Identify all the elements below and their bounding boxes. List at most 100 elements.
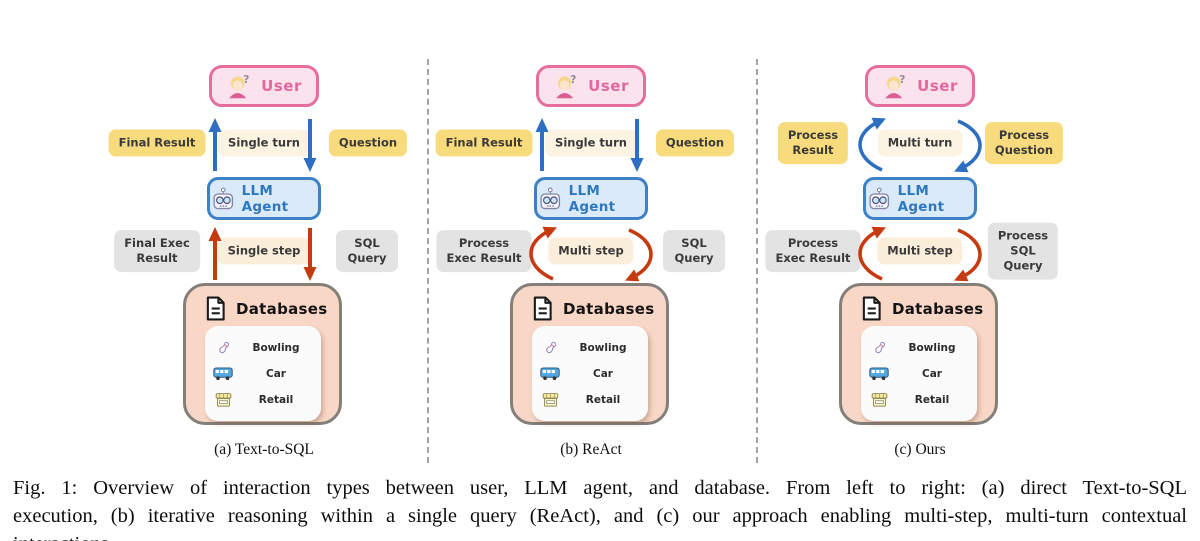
document-icon	[533, 296, 552, 321]
db-item-label: Car	[922, 368, 942, 380]
user-label: User	[261, 77, 302, 95]
process-sql-query-label: Process SQL Query	[987, 222, 1059, 280]
final-exec-result-label: Final Exec Result	[114, 230, 200, 272]
db-item-label: Car	[593, 368, 613, 380]
sql-query-label: SQL Query	[336, 230, 398, 272]
db-item-label: Retail	[914, 393, 950, 406]
panel-ours: ? User Process Result Multi turn Process…	[755, 57, 1085, 469]
databases-title: Databases	[563, 299, 655, 318]
multi-step-label: Multi step	[548, 237, 634, 265]
single-turn-label: Single turn	[545, 129, 637, 157]
databases-list: Bowling Car	[205, 326, 321, 421]
question-label: Question	[328, 129, 408, 157]
up-arrow-user	[208, 118, 222, 171]
panel-caption: (a) Text-to-SQL	[214, 441, 314, 458]
single-turn-label: Single turn	[218, 129, 310, 157]
document-icon	[862, 296, 881, 321]
user-icon: ?	[229, 73, 250, 98]
robot-icon	[869, 186, 890, 209]
figure-caption: Fig. 1: Overview of interaction types be…	[13, 474, 1187, 541]
user-icon: ?	[885, 73, 906, 98]
process-exec-result-label: Process Exec Result	[436, 230, 532, 272]
db-item-label: Bowling	[579, 342, 627, 354]
cycle-arrow-right-db	[954, 228, 982, 282]
robot-icon	[540, 186, 561, 209]
panel-caption: (b) ReAct	[560, 441, 622, 458]
svg-text:?: ?	[570, 73, 576, 86]
process-question-label: Process Question	[984, 122, 1064, 164]
databases-title: Databases	[236, 299, 328, 318]
databases-header: Databases	[532, 296, 666, 321]
bowling-pin-icon	[205, 340, 241, 357]
user-box: ? User	[865, 65, 975, 107]
down-arrow-db	[303, 228, 317, 281]
figure-caption-line3: interactions.	[13, 530, 1187, 541]
panel-divider	[427, 59, 429, 463]
db-item-label: Bowling	[908, 342, 956, 354]
figure-caption-line1: Fig. 1: Overview of interaction types be…	[13, 477, 1187, 499]
list-item: Car	[861, 367, 977, 381]
databases-list: Bowling Car	[861, 326, 977, 421]
cycle-arrow-right-db	[625, 228, 653, 282]
databases-header: Databases	[861, 296, 995, 321]
databases-title: Databases	[892, 299, 984, 318]
process-exec-result-label: Process Exec Result	[765, 230, 861, 272]
llm-agent-box: LLM Agent	[863, 177, 977, 220]
robot-icon	[213, 186, 234, 209]
list-item: Bowling	[861, 340, 977, 357]
llm-agent-label: LLM Agent	[241, 182, 289, 215]
cycle-arrow-left-db	[529, 226, 557, 281]
list-item: Car	[532, 367, 648, 381]
final-result-label: Final Result	[108, 129, 206, 157]
single-step-label: Single step	[217, 237, 311, 265]
up-arrow-db	[208, 227, 222, 280]
user-box: ? User	[209, 65, 319, 107]
bowling-pin-icon	[532, 340, 568, 357]
databases-box: Databases Bowling	[510, 283, 669, 425]
store-icon	[532, 392, 568, 408]
figure-caption-line2: execution, (b) iterative reasoning withi…	[13, 505, 1187, 527]
bus-icon	[532, 367, 568, 381]
final-result-label: Final Result	[435, 129, 533, 157]
databases-header: Databases	[205, 296, 339, 321]
databases-list: Bowling Car	[532, 326, 648, 421]
databases-box: Databases Bowling	[183, 283, 342, 425]
llm-agent-box: LLM Agent	[534, 177, 648, 220]
down-arrow-user	[630, 119, 644, 172]
list-item: Car	[205, 367, 321, 381]
db-item-label: Bowling	[252, 342, 300, 354]
multi-step-label: Multi step	[877, 237, 963, 265]
sql-query-label: SQL Query	[663, 230, 725, 272]
bowling-pin-icon	[861, 340, 897, 357]
down-arrow-user	[303, 119, 317, 172]
panel-react: ? User Final Result Single turn Question	[426, 57, 756, 469]
user-label: User	[588, 77, 629, 95]
multi-turn-label: Multi turn	[877, 129, 963, 157]
up-arrow-user	[535, 118, 549, 171]
databases-box: Databases Bowling	[839, 283, 998, 425]
store-icon	[861, 392, 897, 408]
user-box: ? User	[536, 65, 646, 107]
store-icon	[205, 392, 241, 408]
panel-text-to-sql: ? User Final Result Single turn Question	[99, 57, 429, 469]
llm-agent-label: LLM Agent	[897, 182, 945, 215]
cycle-arrow-left-user	[858, 117, 886, 172]
list-item: Bowling	[205, 340, 321, 357]
bus-icon	[205, 367, 241, 381]
user-icon: ?	[556, 73, 577, 98]
db-item-label: Retail	[585, 393, 621, 406]
process-result-label: Process Result	[777, 122, 849, 164]
panel-caption: (c) Ours	[894, 441, 946, 458]
svg-text:?: ?	[899, 73, 905, 86]
list-item: Retail	[205, 392, 321, 408]
cycle-arrow-left-db	[858, 226, 886, 281]
user-label: User	[917, 77, 958, 95]
bus-icon	[861, 367, 897, 381]
list-item: Bowling	[532, 340, 648, 357]
question-label: Question	[655, 129, 735, 157]
list-item: Retail	[532, 392, 648, 408]
list-item: Retail	[861, 392, 977, 408]
db-item-label: Retail	[258, 393, 294, 406]
document-icon	[206, 296, 225, 321]
